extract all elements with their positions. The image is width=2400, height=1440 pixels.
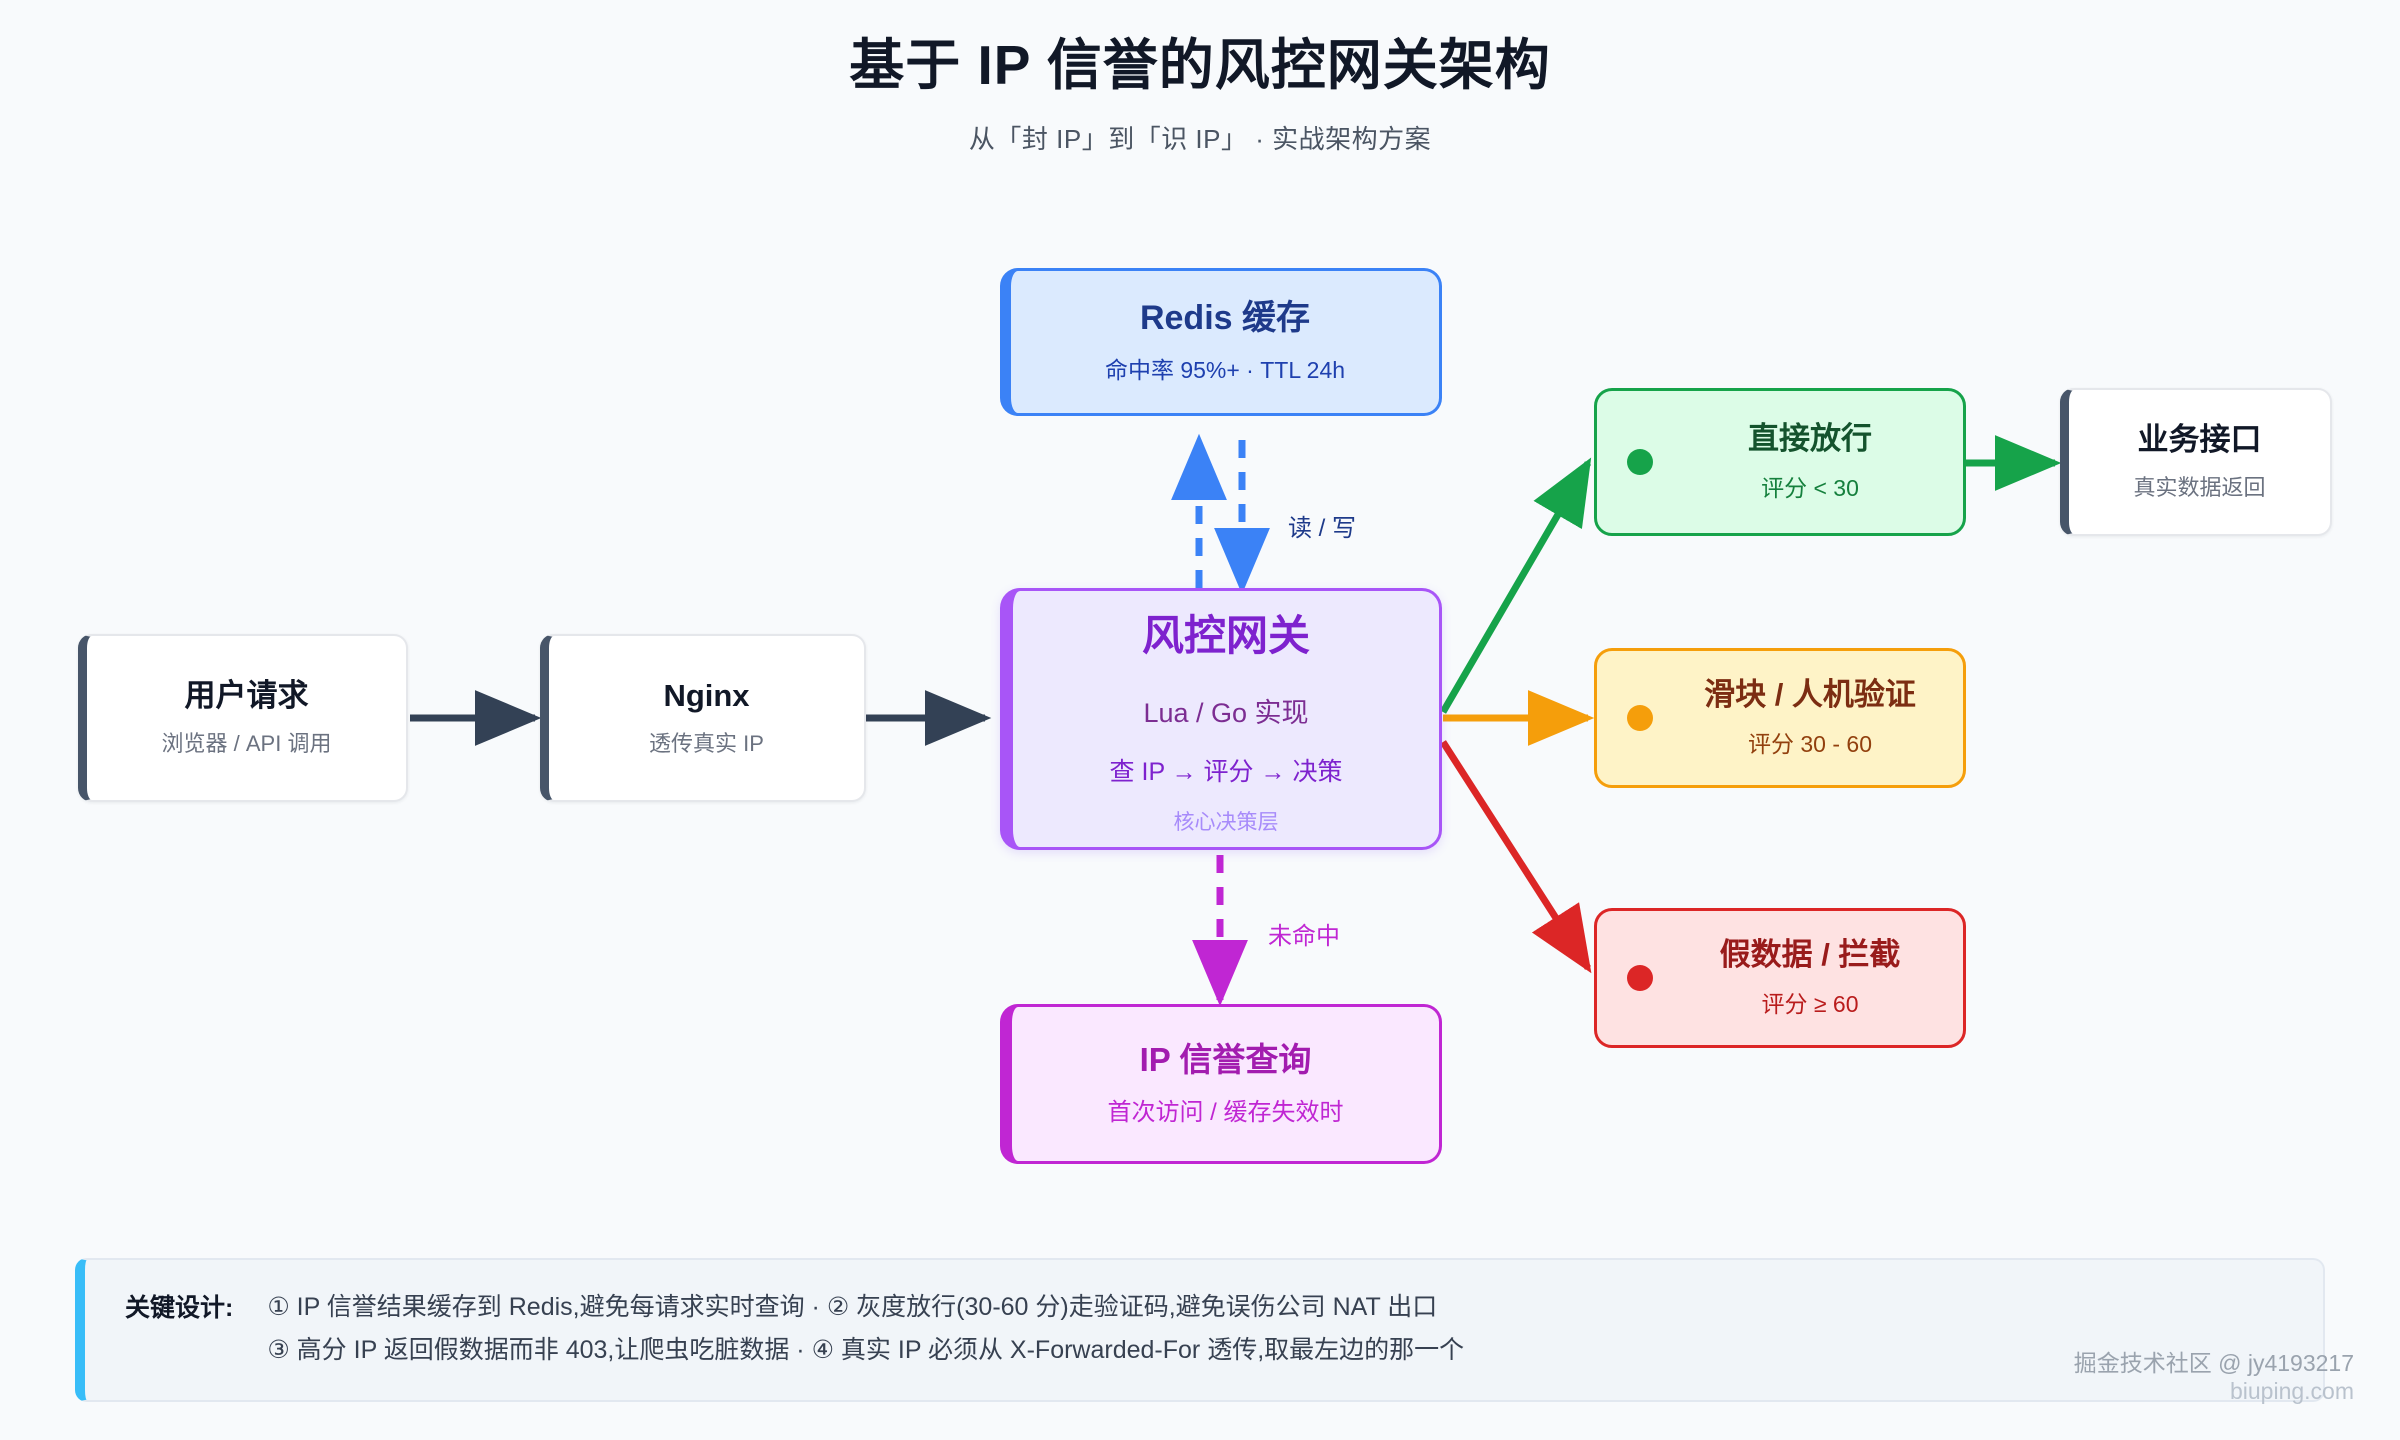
node-captcha-subtitle: 评分 30 - 60	[1748, 730, 1872, 757]
node-ip-lookup-subtitle: 首次访问 / 缓存失效时	[1107, 1099, 1344, 1127]
node-user-request-subtitle: 浏览器 / API 调用	[161, 731, 332, 757]
watermark: 掘金技术社区 @ jy4193217 biuping.com	[2074, 1349, 2354, 1407]
node-user-request[interactable]: 用户请求 浏览器 / API 调用	[78, 634, 408, 802]
node-ip-lookup-title: IP 信誉查询	[1139, 1040, 1312, 1078]
watermark-author: 掘金技术社区 @ jy4193217	[2073, 1349, 2354, 1376]
key-design-line-1: ① IP 信誉结果缓存到 Redis,避免每请求实时查询 · ② 灰度放行(30…	[267, 1293, 1438, 1321]
key-design-label: 关键设计:	[125, 1294, 234, 1322]
arrow-gateway-to-block	[1440, 740, 1592, 974]
node-nginx[interactable]: Nginx 透传真实 IP	[540, 634, 866, 802]
page-subtitle: 从「封 IP」到「识 IP」 · 实战架构方案	[968, 124, 1432, 155]
node-nginx-subtitle: 透传真实 IP	[649, 731, 764, 757]
node-block-subtitle: 评分 ≥ 60	[1761, 990, 1859, 1017]
watermark-site: biuping.com	[2229, 1378, 2354, 1405]
status-dot-green-icon	[1627, 449, 1653, 475]
node-allow-subtitle: 评分 < 30	[1761, 474, 1859, 501]
node-gateway-title: 风控网关	[1141, 612, 1310, 659]
edge-label-read-write: 读 / 写	[1288, 515, 1357, 542]
status-dot-amber-icon	[1627, 705, 1653, 731]
page-title: 基于 IP 信誉的风控网关架构	[849, 34, 1551, 96]
node-gateway-layer-tag: 核心决策层	[1173, 811, 1279, 834]
node-ip-reputation-lookup[interactable]: IP 信誉查询 首次访问 / 缓存失效时	[1000, 1004, 1442, 1164]
node-user-request-title: 用户请求	[184, 678, 309, 714]
node-captcha-title: 滑块 / 人机验证	[1704, 677, 1916, 713]
node-redis-cache[interactable]: Redis 缓存 命中率 95%+ · TTL 24h	[1000, 268, 1442, 416]
edge-label-cache-miss: 未命中	[1268, 923, 1340, 950]
node-decision-captcha[interactable]: 滑块 / 人机验证 评分 30 - 60	[1594, 648, 1966, 788]
status-dot-red-icon	[1627, 965, 1653, 991]
node-block-title: 假数据 / 拦截	[1719, 937, 1901, 973]
node-decision-block[interactable]: 假数据 / 拦截 评分 ≥ 60	[1594, 908, 1966, 1048]
node-nginx-title: Nginx	[663, 678, 750, 714]
node-risk-gateway[interactable]: 风控网关 Lua / Go 实现 查 IP → 评分 → 决策 核心决策层	[1000, 588, 1442, 850]
node-business-api-title: 业务接口	[2137, 422, 2262, 458]
arrow-gateway-to-allow	[1439, 457, 1592, 714]
diagram-header: 基于 IP 信誉的风控网关架构 从「封 IP」到「识 IP」 · 实战架构方案	[0, 34, 2400, 156]
key-design-line-2: ③ 高分 IP 返回假数据而非 403,让爬虫吃脏数据 · ④ 真实 IP 必须…	[267, 1336, 1465, 1364]
node-decision-allow[interactable]: 直接放行 评分 < 30	[1594, 388, 1966, 536]
node-redis-title: Redis 缓存	[1139, 298, 1311, 337]
node-gateway-pipeline: 查 IP → 评分 → 决策	[1109, 758, 1343, 786]
node-allow-title: 直接放行	[1748, 421, 1872, 457]
node-business-api-subtitle: 真实数据返回	[2133, 475, 2266, 501]
key-design-panel: 关键设计: ① IP 信誉结果缓存到 Redis,避免每请求实时查询 · ② 灰…	[75, 1258, 2325, 1402]
node-gateway-impl: Lua / Go 实现	[1143, 698, 1309, 728]
node-redis-subtitle: 命中率 95%+ · TTL 24h	[1104, 357, 1346, 384]
node-business-api[interactable]: 业务接口 真实数据返回	[2060, 388, 2332, 536]
key-design-lines: ① IP 信誉结果缓存到 Redis,避免每请求实时查询 · ② 灰度放行(30…	[267, 1286, 1464, 1372]
